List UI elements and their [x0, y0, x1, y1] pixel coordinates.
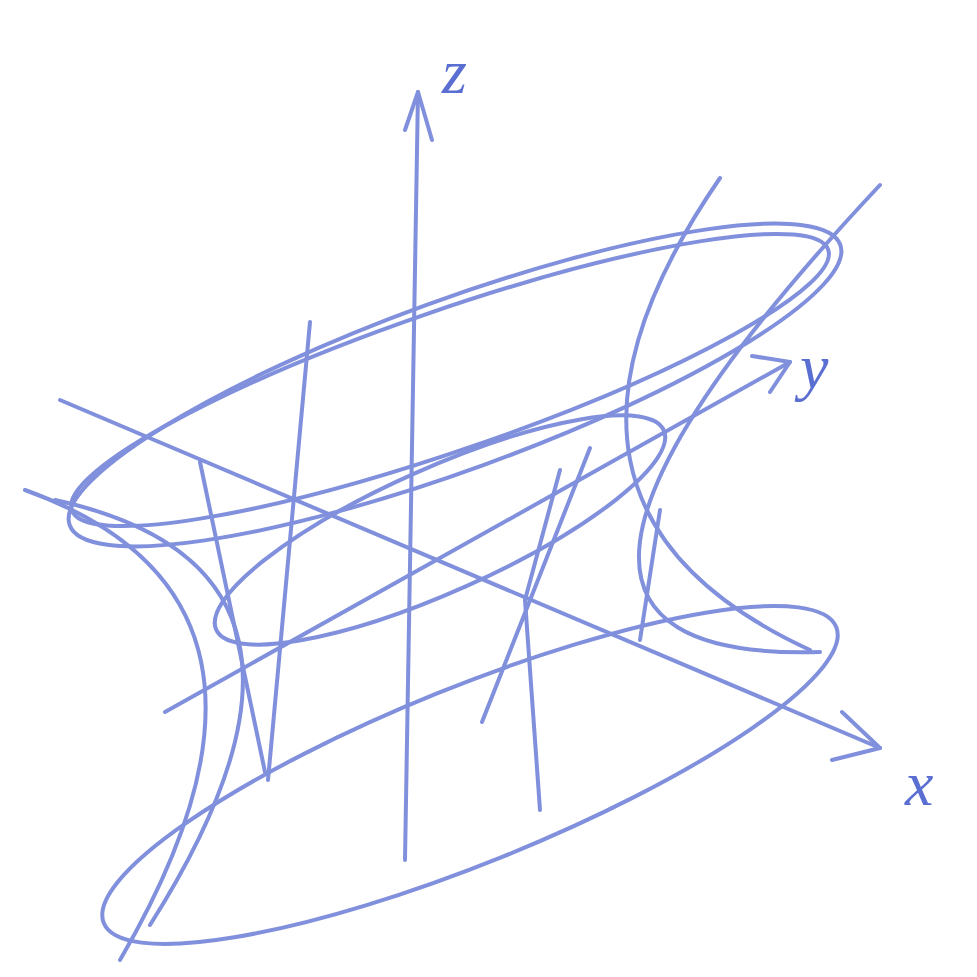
y-arrowhead	[752, 356, 790, 392]
bottom-ellipse	[71, 545, 869, 977]
ruling-line	[268, 322, 310, 780]
ruling-line	[200, 462, 265, 772]
right-profile	[626, 178, 810, 650]
axis-label: z	[442, 40, 467, 104]
ruling-line	[482, 448, 590, 722]
top-ellipse	[41, 165, 870, 605]
axis-label: x	[905, 752, 933, 816]
x-arrowhead	[832, 712, 880, 760]
axis-label: y	[800, 335, 828, 399]
left-profile-outer	[25, 490, 206, 960]
top-ellipse-stroke	[49, 184, 851, 577]
right-profile-outer	[639, 185, 880, 652]
ruling-line	[525, 470, 560, 810]
ruling-line	[640, 510, 660, 640]
waist-ellipse	[191, 374, 689, 687]
z-arrowhead	[405, 92, 432, 140]
